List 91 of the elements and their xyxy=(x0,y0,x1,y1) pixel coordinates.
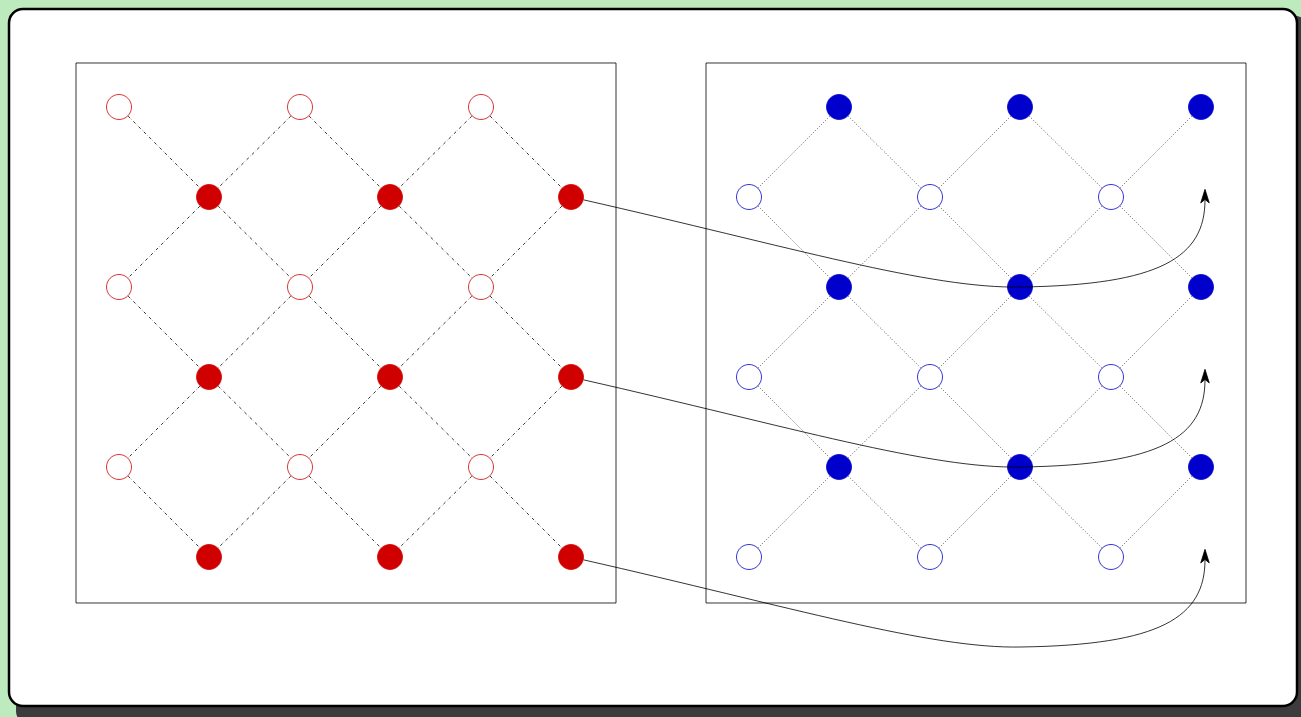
connector-line xyxy=(1028,115,1103,189)
connector-line xyxy=(127,475,201,549)
connector-line xyxy=(127,115,201,189)
connector-line xyxy=(127,205,201,279)
connector-line xyxy=(938,205,1012,279)
connector-line xyxy=(127,295,201,369)
connector-line xyxy=(1119,385,1193,459)
connector-line xyxy=(1119,115,1193,189)
hollow-circle xyxy=(106,274,132,300)
filled-dot xyxy=(1007,274,1033,300)
connector-line xyxy=(398,475,473,549)
hollow-circle xyxy=(106,94,132,120)
connector-line xyxy=(1028,295,1103,369)
filled-dot xyxy=(1188,94,1214,120)
connector-line xyxy=(217,475,292,549)
filled-dot xyxy=(1007,94,1033,120)
hollow-circle xyxy=(736,184,762,210)
connector-line xyxy=(217,205,292,279)
hollow-circle xyxy=(917,184,943,210)
hollow-circle xyxy=(1098,364,1124,390)
filled-dot xyxy=(1188,274,1214,300)
hollow-circle xyxy=(468,94,494,120)
connector-line xyxy=(757,295,831,369)
filled-dot xyxy=(558,364,584,390)
filled-dot xyxy=(196,364,222,390)
connector-line xyxy=(489,475,563,549)
hollow-circle xyxy=(1098,544,1124,570)
curved-arrow xyxy=(583,548,1210,648)
filled-dot xyxy=(826,454,852,480)
connector-line xyxy=(398,385,473,459)
connector-line xyxy=(217,115,292,189)
filled-dot xyxy=(377,544,403,570)
connector-line xyxy=(489,295,563,369)
connector-line xyxy=(847,385,922,459)
connector-line xyxy=(308,385,382,459)
connector-line xyxy=(757,385,831,459)
hollow-circle xyxy=(917,544,943,570)
filled-dot xyxy=(826,94,852,120)
hollow-circle xyxy=(106,454,132,480)
connector-line xyxy=(398,115,473,189)
connector-line xyxy=(1028,205,1103,279)
filled-dot xyxy=(558,544,584,570)
filled-dot xyxy=(377,184,403,210)
connector-line xyxy=(217,295,292,369)
connector-line xyxy=(489,385,563,459)
connector-line xyxy=(489,205,563,279)
connector-line xyxy=(938,385,1012,459)
filled-dot xyxy=(826,274,852,300)
filled-dot xyxy=(558,184,584,210)
panel-frame xyxy=(75,62,617,604)
connector-line xyxy=(1028,385,1103,459)
connector-line xyxy=(308,475,382,549)
connector-line xyxy=(938,115,1012,189)
hollow-circle xyxy=(468,454,494,480)
hollow-circle xyxy=(917,364,943,390)
connector-line xyxy=(1119,295,1193,369)
connector-line xyxy=(847,295,922,369)
curved-arrow xyxy=(583,188,1210,288)
hollow-circle xyxy=(287,94,313,120)
connector-line xyxy=(1119,475,1193,549)
connector-line xyxy=(127,385,201,459)
connector-line xyxy=(1028,475,1103,549)
connector-line xyxy=(308,205,382,279)
connector-line xyxy=(938,295,1012,369)
connector-line xyxy=(757,475,831,549)
hollow-circle xyxy=(287,454,313,480)
connector-line xyxy=(757,205,831,279)
connector-line xyxy=(398,295,473,369)
connector-line xyxy=(847,205,922,279)
connector-line xyxy=(308,115,382,189)
filled-dot xyxy=(196,184,222,210)
connector-line xyxy=(847,115,922,189)
filled-dot xyxy=(1007,454,1033,480)
connector-line xyxy=(489,115,563,189)
connector-line xyxy=(938,475,1012,549)
filled-dot xyxy=(1188,454,1214,480)
connector-line xyxy=(308,295,382,369)
connector-line xyxy=(757,115,831,189)
hollow-circle xyxy=(468,274,494,300)
hollow-circle xyxy=(287,274,313,300)
panel-frame xyxy=(705,62,1247,604)
hollow-circle xyxy=(736,364,762,390)
connector-line xyxy=(1119,205,1193,279)
filled-dot xyxy=(196,544,222,570)
filled-dot xyxy=(377,364,403,390)
connector-line xyxy=(398,205,473,279)
hollow-circle xyxy=(1098,184,1124,210)
curved-arrow xyxy=(583,368,1210,468)
hollow-circle xyxy=(736,544,762,570)
connector-line xyxy=(217,385,292,459)
connector-line xyxy=(847,475,922,549)
